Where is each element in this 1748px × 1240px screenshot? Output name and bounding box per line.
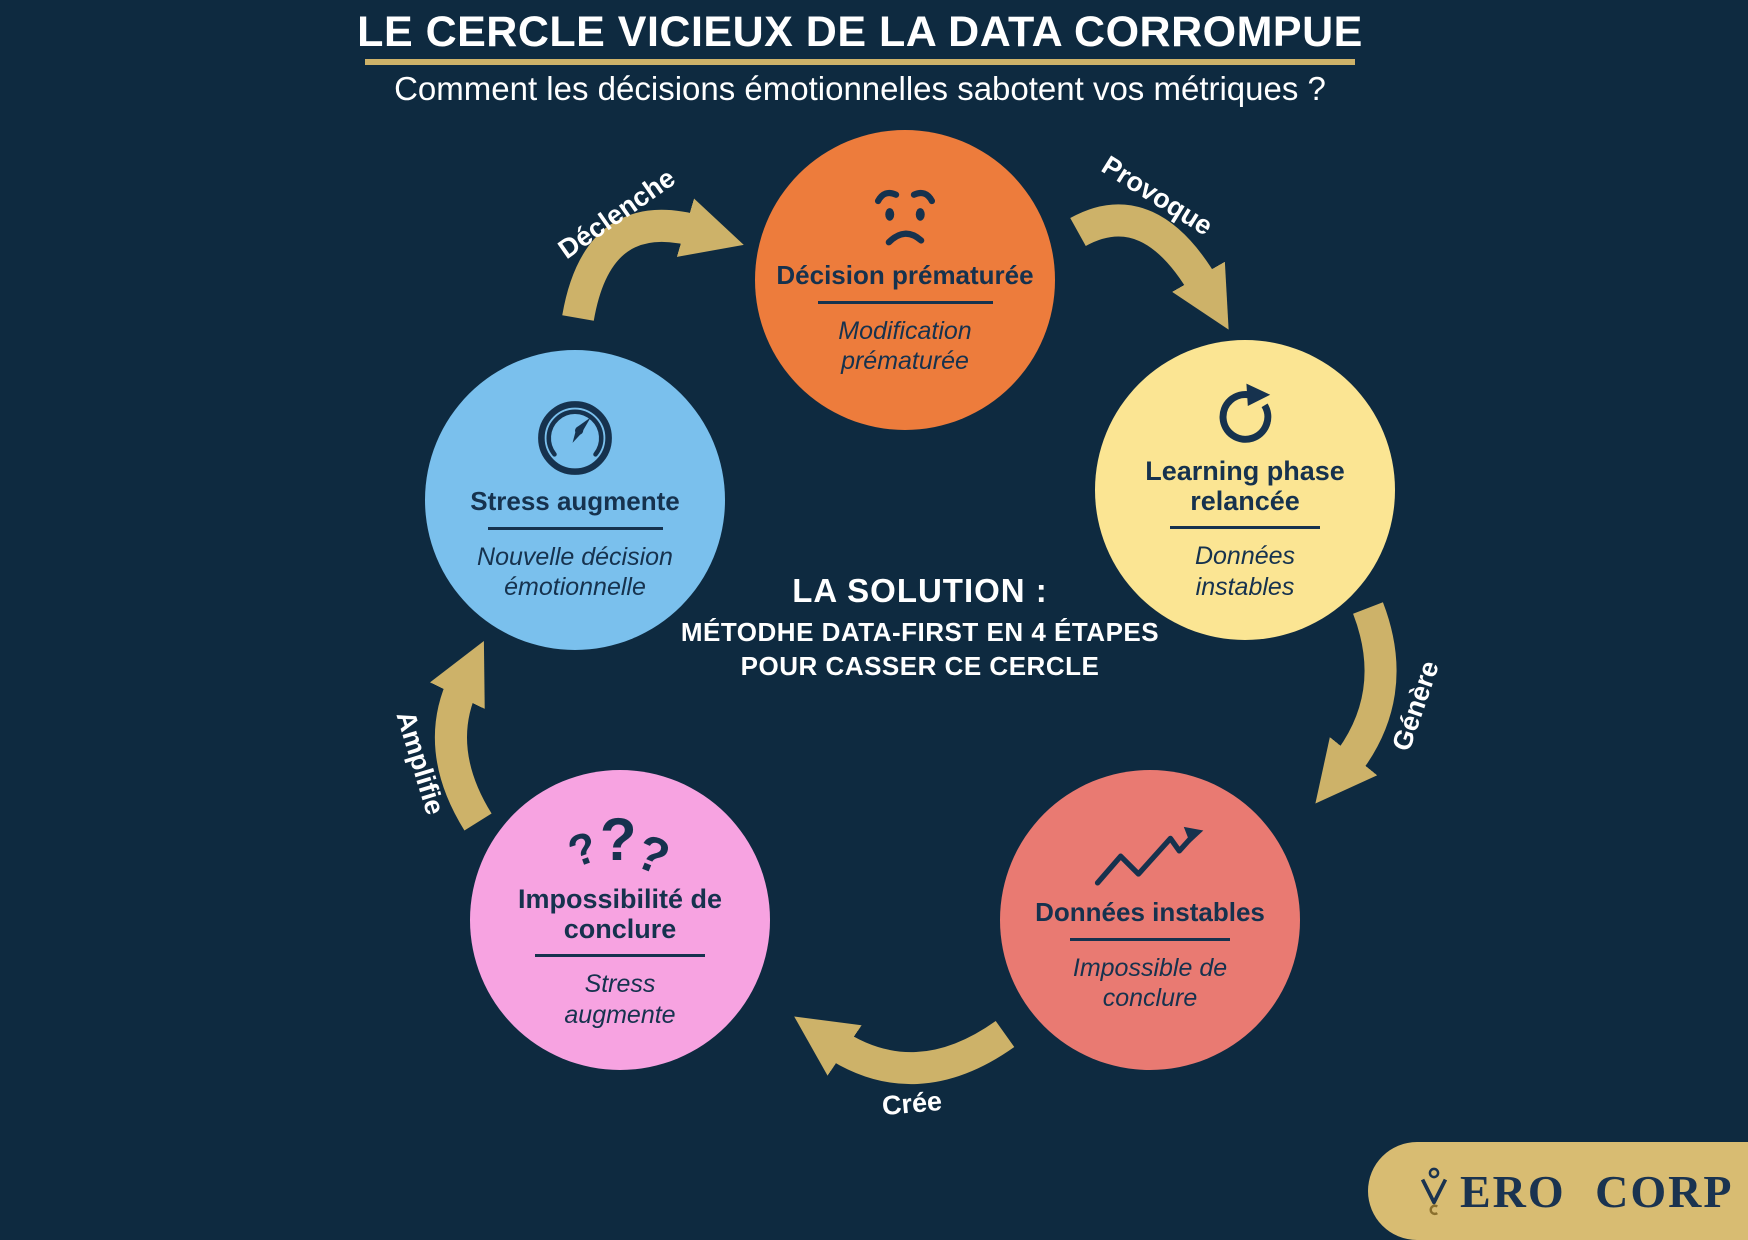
divider xyxy=(817,300,993,304)
cycle-step-donnees-instables: Données instables Impossible de conclure xyxy=(1000,770,1300,1070)
solution-block: LA SOLUTION : MÉTODHE DATA-FIRST EN 4 ÉT… xyxy=(681,572,1159,684)
step-subtitle: Modification prématurée xyxy=(838,316,972,376)
step-subtitle: Nouvelle décision émotionnelle xyxy=(477,542,673,602)
ero-corp-emblem-icon xyxy=(1416,1166,1452,1216)
cycle-step-learning-phase: Learning phase relancée Données instable… xyxy=(1095,340,1395,640)
solution-heading: LA SOLUTION : xyxy=(792,572,1048,609)
logo-panel: ERO CORP xyxy=(1368,1142,1748,1240)
question-marks-icon: ? ? ? xyxy=(562,805,677,886)
page-title: LE CERCLE VICIEUX DE LA DATA CORROMPUE xyxy=(357,8,1363,56)
step-title: Données instables xyxy=(1035,897,1265,928)
arrow-amplifie xyxy=(430,640,492,831)
arrow-label-provoque: Provoque xyxy=(1096,149,1219,242)
divider xyxy=(487,526,663,530)
step-subtitle: Impossible de conclure xyxy=(1072,953,1228,1013)
step-subtitle: Données instables xyxy=(1194,542,1296,601)
title-underline xyxy=(365,59,1355,65)
solution-line-2: MÉTODHE DATA-FIRST EN 4 ÉTAPES xyxy=(680,617,1160,647)
arrow-label-genere: Génère xyxy=(1386,656,1445,755)
logo-wordmark: ERO CORP xyxy=(1460,1165,1734,1217)
arrow-label-amplifie: Amplifie xyxy=(390,707,451,819)
question-mark: ? xyxy=(599,805,637,873)
step-title: Décision prématurée xyxy=(776,260,1034,291)
divider xyxy=(1170,526,1320,530)
step-title: Stress augmente xyxy=(470,486,680,517)
page-subtitle: Comment les décisions émotionnelles sabo… xyxy=(394,70,1326,107)
divider xyxy=(1070,937,1230,941)
question-mark: ? xyxy=(561,821,604,878)
step-subtitle: Stress augmente xyxy=(564,970,676,1029)
refresh-arrow-icon xyxy=(1210,378,1280,448)
arrow-genere xyxy=(1315,602,1397,804)
gauge-icon xyxy=(534,397,616,479)
step-title: Impossibilité de conclure xyxy=(517,883,723,944)
step-title: Learning phase relancée xyxy=(1145,455,1345,516)
worried-face-icon xyxy=(859,183,951,253)
trend-line-icon xyxy=(1091,826,1209,890)
arrow-label-declenche: Déclenche xyxy=(552,162,681,265)
cycle-step-decision-prematuree: Décision prématurée Modification prématu… xyxy=(755,130,1055,430)
cycle-step-stress-augmente: Stress augmente Nouvelle décision émotio… xyxy=(425,350,725,650)
solution-line-3: POUR CASSER CE CERCLE xyxy=(740,650,1100,681)
cycle-step-impossibilite-conclure: ? ? ? Impossibilité de conclure Stress a… xyxy=(470,770,770,1070)
arrow-cree xyxy=(794,1016,1015,1085)
arrow-label-cree: Crée xyxy=(880,1085,944,1122)
divider xyxy=(535,954,705,958)
